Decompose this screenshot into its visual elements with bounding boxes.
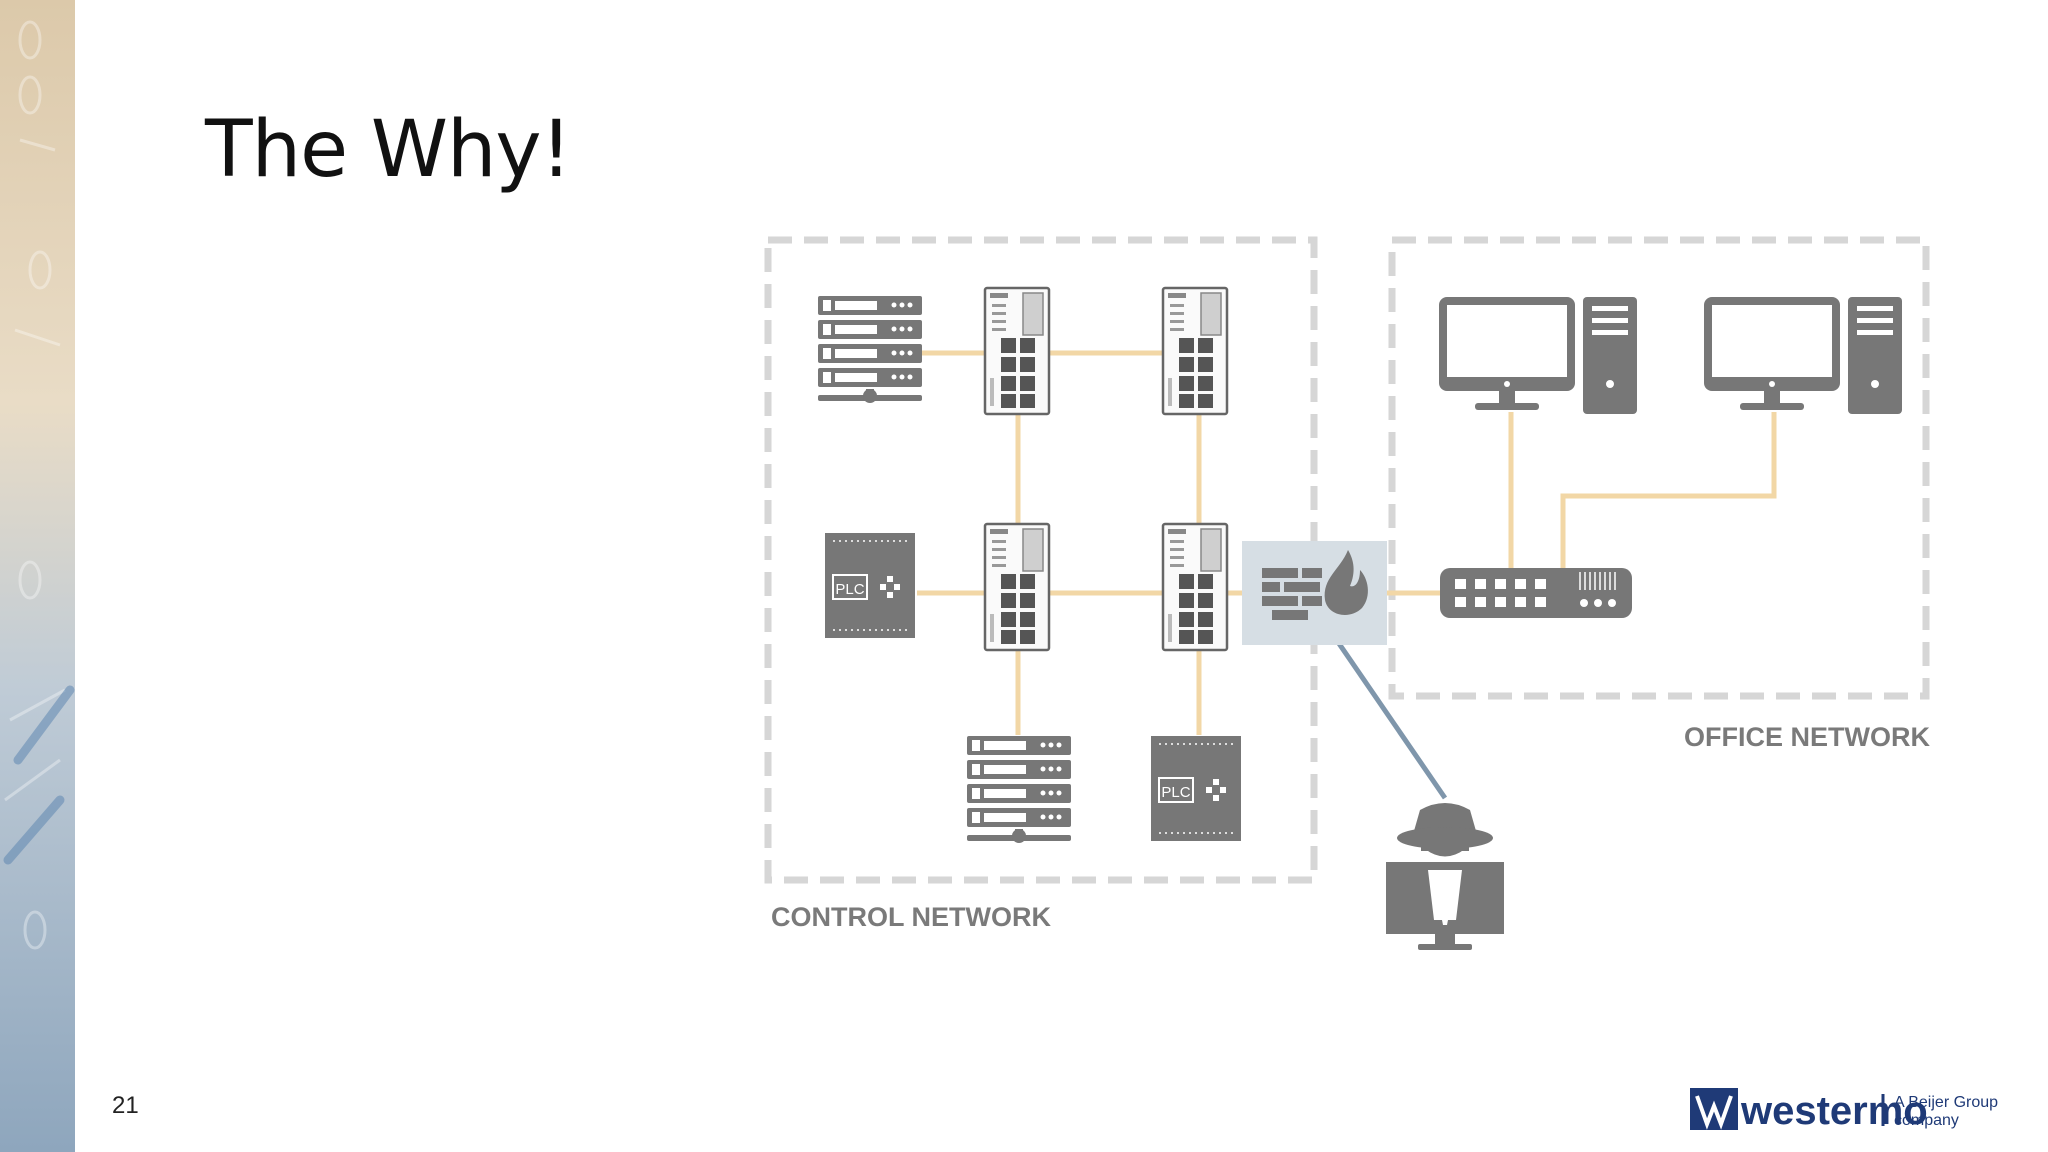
network-links xyxy=(917,350,1777,735)
plc-icon: PLC xyxy=(824,532,916,639)
office-switch-icon xyxy=(1440,568,1632,618)
desktop-computer-icon xyxy=(1439,297,1637,414)
page-number: 21 xyxy=(112,1092,139,1119)
plc-label: PLC xyxy=(1161,784,1190,801)
server-rack-icon xyxy=(967,736,1071,843)
slide-title: The Why! xyxy=(205,105,572,195)
desktop-computer-icon xyxy=(1704,297,1902,414)
logo-tagline-1: A Beijer Group xyxy=(1894,1094,1998,1111)
plc-label: PLC xyxy=(835,581,864,598)
logo-tagline-2: company xyxy=(1894,1112,1959,1129)
firewall-icon xyxy=(1242,541,1387,645)
industrial-switch-icon xyxy=(983,522,1051,652)
office-network-boundary xyxy=(1388,236,1930,700)
hacker-icon xyxy=(1386,803,1504,950)
logo-wordmark: westermo xyxy=(1740,1089,1928,1133)
decorative-sidebar xyxy=(0,0,75,1152)
industrial-switch-icon xyxy=(983,286,1051,416)
industrial-switch-icon xyxy=(1161,522,1229,652)
control-network-label: CONTROL NETWORK xyxy=(771,902,1051,932)
plc-icon: PLC xyxy=(1150,735,1242,842)
industrial-switch-icon xyxy=(1161,286,1229,416)
server-rack-icon xyxy=(818,296,922,403)
office-network-label: OFFICE NETWORK xyxy=(1684,722,1930,752)
westermo-logo: westermo A Beijer Group company xyxy=(1690,1088,1998,1133)
